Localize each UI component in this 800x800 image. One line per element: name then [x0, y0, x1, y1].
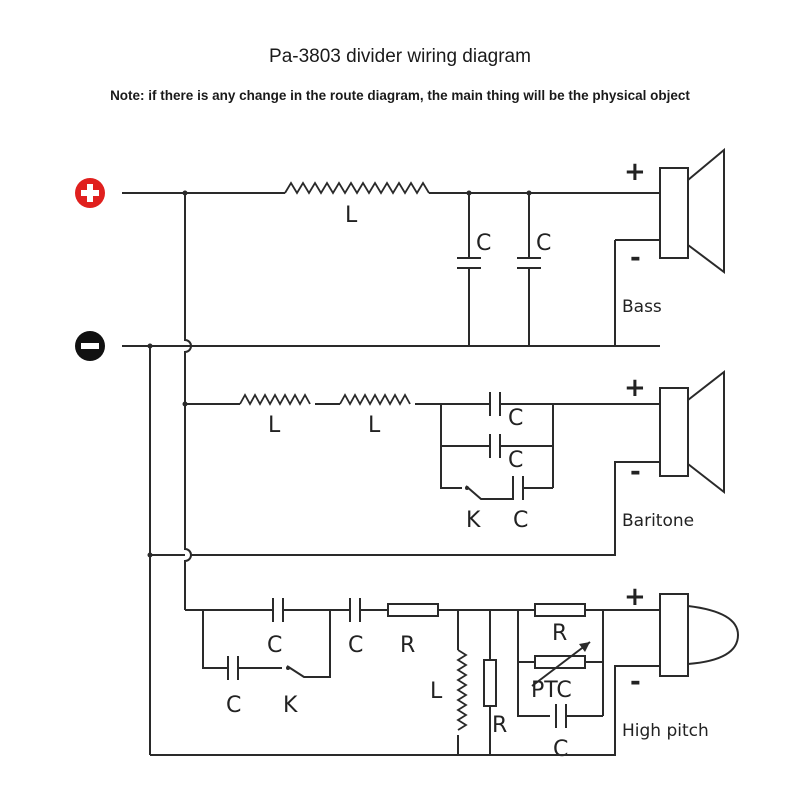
high-capacitor-3-label: C: [348, 633, 363, 658]
positive-rail: [122, 190, 285, 610]
high-resistor-3-label: R: [552, 621, 567, 646]
bass-inductor: [284, 181, 430, 195]
baritone-inductor-2-label: L: [368, 413, 381, 438]
positive-terminal-icon: [75, 178, 105, 208]
high-capacitor-1-label: C: [267, 633, 282, 658]
baritone-label: Baritone: [622, 511, 694, 531]
negative-terminal-icon: [75, 331, 105, 361]
ptc-resistor: [534, 655, 586, 669]
high-pitch-label: High pitch: [622, 721, 709, 741]
high-resistor-3: [534, 603, 586, 617]
bass-inductor-label: L: [345, 203, 358, 228]
page-note: Note: if there is any change in the rout…: [110, 88, 690, 103]
page-title: Pa-3803 divider wiring diagram: [269, 46, 531, 67]
high-resistor-1: [387, 603, 439, 617]
baritone-capacitor-3-label: C: [513, 508, 528, 533]
high-minus-sign: -: [630, 667, 641, 697]
baritone-minus-sign: -: [630, 457, 641, 487]
high-inductor: [456, 649, 468, 731]
bass-capacitor-1-label: C: [476, 231, 491, 256]
high-resistor-2: [483, 659, 497, 707]
high-switch-label: K: [283, 693, 298, 718]
bass-capacitor-1: [457, 190, 481, 346]
bass-capacitor-2: [517, 190, 541, 346]
baritone-plus-sign: +: [624, 373, 646, 403]
bass-capacitor-2-label: C: [536, 231, 551, 256]
baritone-switch-label: K: [466, 508, 481, 533]
ptc-label: PTC: [531, 678, 572, 703]
baritone-switch: [465, 485, 513, 500]
baritone-inductor-2: [339, 393, 411, 406]
baritone-capacitor-1-label: C: [508, 406, 523, 431]
baritone-speaker-icon: [659, 369, 725, 495]
baritone-capacitor-2-label: C: [508, 448, 523, 473]
high-resistor-2-label: R: [492, 713, 507, 738]
bass-speaker-icon: [659, 147, 725, 274]
negative-rail: [122, 343, 660, 755]
high-capacitor-4-label: C: [553, 737, 568, 762]
bass-minus-sign: -: [630, 243, 641, 273]
high-capacitor-2-label: C: [226, 693, 241, 718]
high-resistor-1-label: R: [400, 633, 415, 658]
high-inductor-label: L: [430, 679, 443, 704]
baritone-inductor-1-label: L: [268, 413, 281, 438]
baritone-inductor-1: [239, 393, 311, 406]
high-switch: [286, 610, 331, 678]
bass-plus-sign: +: [624, 157, 646, 187]
high-plus-sign: +: [624, 582, 646, 612]
bass-label: Bass: [622, 297, 662, 317]
tweeter-icon: [659, 593, 740, 677]
